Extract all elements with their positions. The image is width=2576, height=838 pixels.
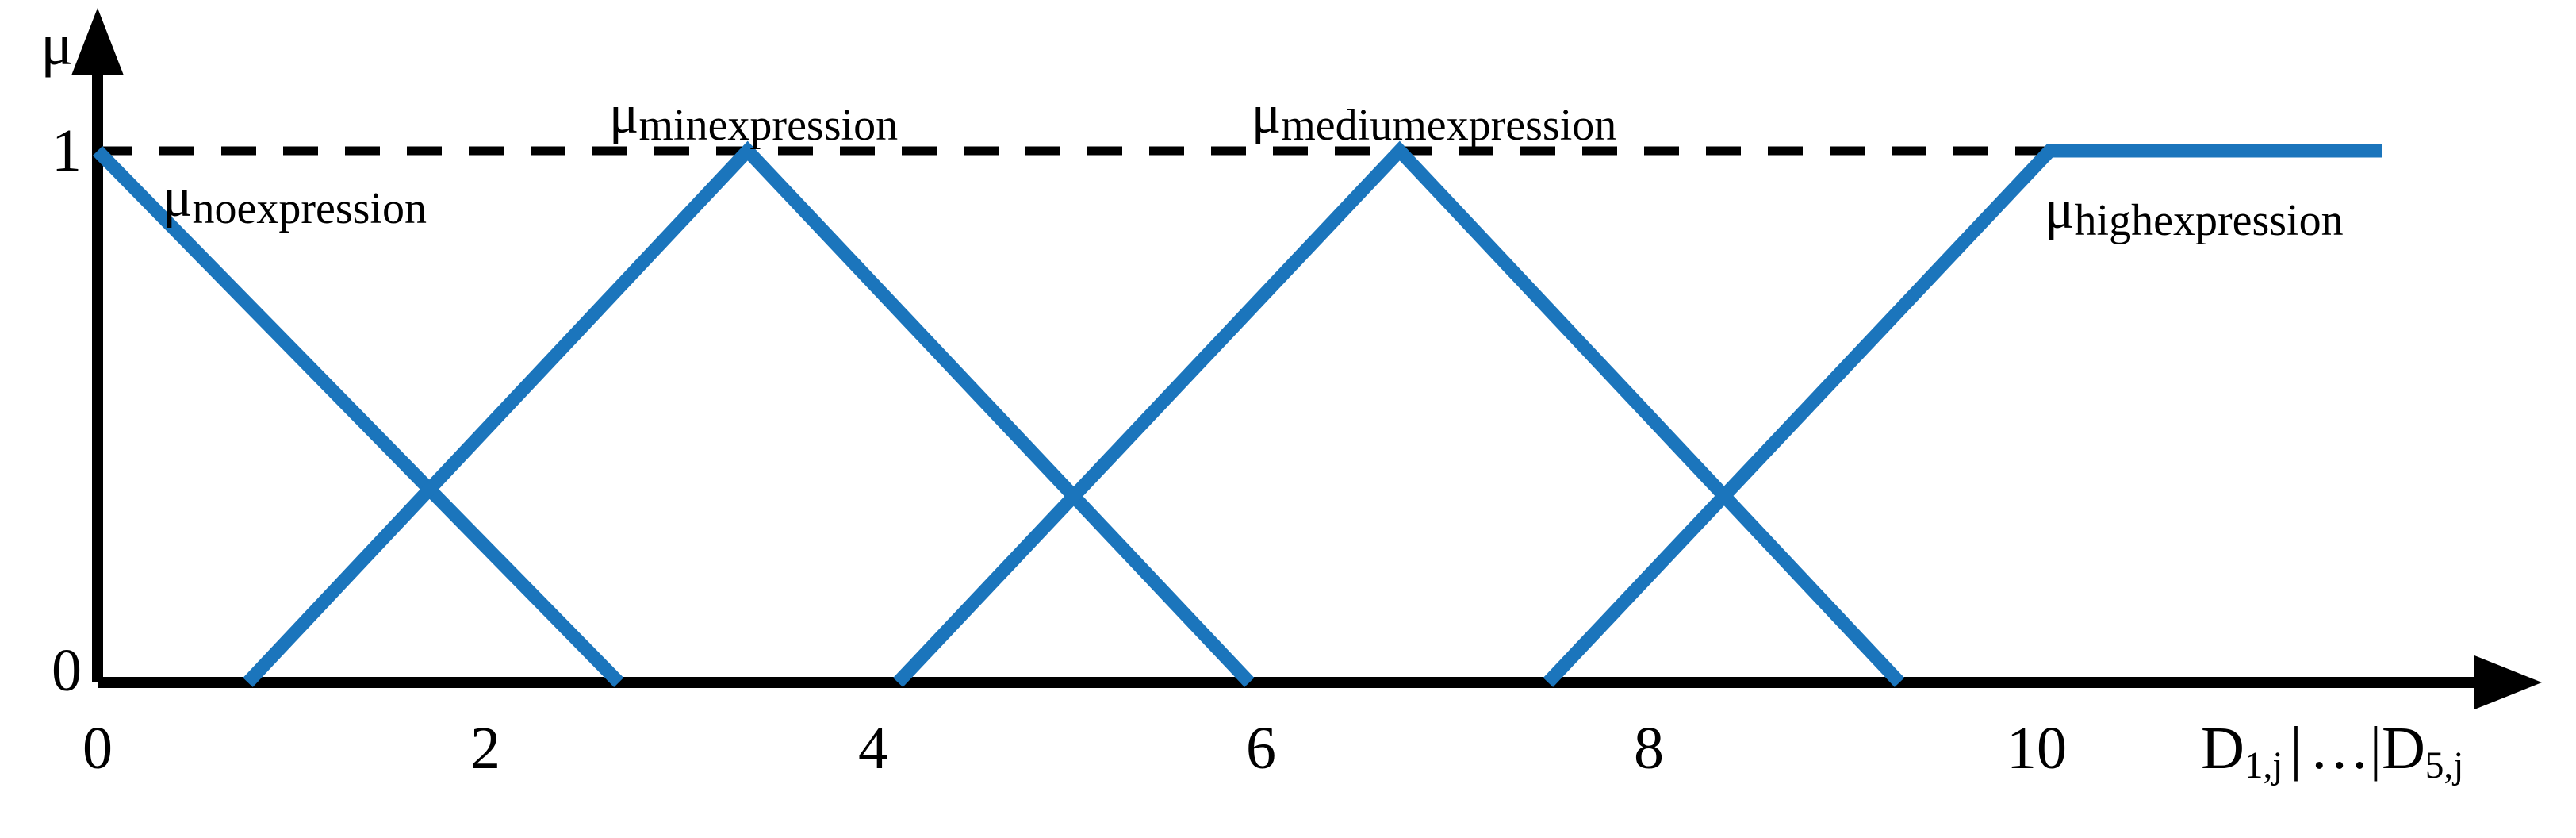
x-tick-10: 10 — [2007, 715, 2067, 782]
curve-label-highexpression-mu: μ — [2045, 179, 2075, 240]
x-tick-6: 6 — [1246, 715, 1276, 782]
curve-label-minexpression-mu: μ — [608, 84, 639, 145]
curve-minexpression — [243, 140, 1255, 687]
curve-noexpression — [92, 146, 624, 687]
curve-highexpression — [1543, 144, 2382, 687]
x-axis-title-ellipsis: … — [2309, 715, 2370, 782]
curve-label-noexpression-mu: μ — [163, 167, 193, 229]
y-tick-1: 1 — [52, 117, 82, 184]
curve-mediumexpression — [893, 140, 1905, 687]
x-tick-8: 8 — [1634, 715, 1664, 782]
curve-label-minexpression-subscript: minexpression — [638, 100, 899, 150]
curve-label-minexpression: μminexpression — [608, 84, 898, 148]
curve-label-noexpression-subscript: noexpression — [192, 183, 427, 233]
x-axis-title-d1: D — [2201, 715, 2244, 782]
x-axis-title-separator-2: | — [2369, 715, 2382, 782]
curve-label-highexpression-subscript: highexpression — [2074, 195, 2344, 245]
x-axis-title-d5: D — [2381, 715, 2425, 782]
curve-label-mediumexpression-subscript: mediumexpression — [1281, 100, 1617, 150]
x-axis-title-d5-subscript: 5,j — [2425, 745, 2464, 787]
x-tick-4: 4 — [858, 715, 888, 782]
y-tick-0: 0 — [52, 637, 82, 704]
curve-label-noexpression: μnoexpression — [163, 171, 427, 231]
x-tick-2: 2 — [470, 715, 500, 782]
x-axis-title-separator-1: | — [2290, 715, 2302, 782]
y-axis-title: μ — [40, 11, 73, 78]
curve-label-mediumexpression: μmediumexpression — [1251, 84, 1617, 148]
x-axis-title: D1,j|…|D5,j — [2201, 718, 2463, 785]
curve-label-mediumexpression-mu: μ — [1251, 84, 1282, 145]
x-tick-0: 0 — [82, 715, 113, 782]
x-axis-arrowhead — [2474, 655, 2542, 709]
x-axis-title-d1-subscript: 1,j — [2244, 745, 2283, 787]
curve-label-highexpression: μhighexpression — [2045, 183, 2344, 243]
y-axis-arrowhead — [71, 8, 124, 75]
